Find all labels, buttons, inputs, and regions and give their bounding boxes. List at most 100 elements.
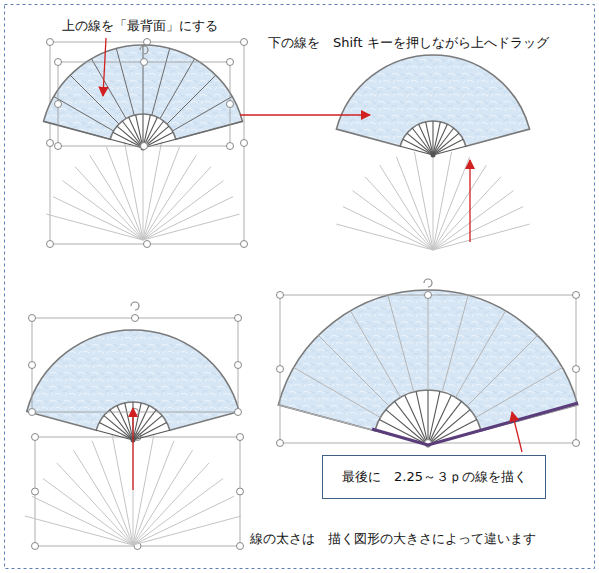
fan — [44, 45, 243, 151]
rib-line — [405, 395, 428, 445]
rib-line — [106, 147, 143, 240]
guard-rib-line — [372, 403, 578, 445]
note-text: 上の線を「最背面」にする — [62, 18, 218, 34]
rib-line — [433, 207, 523, 250]
fan — [336, 55, 529, 158]
fan — [278, 290, 577, 448]
callout-text: 最後に 2.25～３ｐの線を描く — [342, 469, 527, 485]
pivot — [431, 153, 436, 158]
rib-line — [294, 368, 381, 418]
rib-line — [133, 478, 223, 545]
resize-handle — [144, 241, 151, 248]
rib-line — [433, 177, 501, 250]
rib-line — [133, 463, 209, 545]
resize-handle — [32, 488, 39, 495]
rib-line — [112, 435, 133, 545]
resize-handle — [277, 366, 284, 373]
rib-line — [143, 140, 144, 240]
selection-rect — [35, 437, 240, 546]
selection-box — [32, 434, 244, 550]
rib-line — [129, 117, 143, 148]
resize-handle — [141, 143, 148, 150]
resize-handle — [235, 362, 242, 369]
selection-box — [29, 302, 242, 416]
resize-handle — [29, 409, 36, 416]
rotate-handle — [131, 302, 139, 310]
red-arrow — [132, 408, 133, 490]
red-arrow — [103, 38, 106, 96]
rib-line — [99, 422, 133, 440]
rib-line — [172, 97, 232, 132]
resize-handle — [227, 143, 234, 150]
rib-line — [433, 139, 463, 155]
resize-handle — [277, 292, 284, 299]
resize-handle — [227, 59, 234, 66]
resize-handle — [227, 101, 234, 108]
resize-handle — [237, 488, 244, 495]
red-arrow — [512, 412, 522, 452]
resize-handle — [55, 143, 62, 150]
callout-box: 最後に 2.25～３ｐの線を描く — [322, 455, 546, 499]
rib-line — [467, 335, 538, 406]
rib-line — [351, 311, 401, 398]
resize-handle — [55, 59, 62, 66]
rib-line — [143, 181, 223, 240]
resize-handle — [241, 241, 248, 248]
rib-line — [117, 406, 133, 440]
resize-handle — [55, 101, 62, 108]
rib-line — [433, 128, 454, 155]
rotate-handle — [140, 46, 148, 54]
resize-handle — [241, 39, 248, 46]
rib-line — [365, 177, 433, 250]
resize-handle — [47, 140, 54, 147]
rib-line — [336, 224, 433, 250]
rib-line — [25, 516, 133, 545]
selection-box — [55, 46, 234, 150]
red-arrow — [469, 160, 470, 242]
inner-ribs — [375, 390, 481, 445]
rib-line — [427, 390, 428, 445]
resize-handle — [132, 315, 139, 322]
resize-handle — [237, 543, 244, 550]
rib-line — [70, 75, 119, 124]
rib-line — [318, 335, 389, 406]
note-text: 線の太さは 描く図形の大きさによって違います — [250, 531, 536, 547]
resize-handle — [241, 140, 248, 147]
rib-line — [160, 59, 195, 119]
rib-line — [432, 121, 433, 155]
rotate-handle — [424, 279, 432, 287]
resize-handle — [237, 434, 244, 441]
rib-line — [44, 121, 111, 139]
rib-line — [133, 422, 167, 440]
rib-line — [414, 152, 433, 250]
resize-handle — [47, 39, 54, 46]
loose-ribs — [46, 140, 239, 240]
rib-line — [167, 75, 216, 124]
dashed-frame — [5, 5, 595, 569]
rib-line — [143, 197, 233, 240]
rib-line — [433, 191, 513, 250]
selection-rect — [280, 295, 576, 443]
rib-line — [152, 49, 170, 116]
rib-line — [428, 290, 429, 390]
resize-handle — [425, 292, 432, 299]
resize-handle — [573, 366, 580, 373]
rib-line — [143, 167, 211, 240]
resize-handle — [277, 440, 284, 447]
resize-handle — [29, 315, 36, 322]
red-arrow — [240, 114, 370, 115]
rib-line — [442, 295, 468, 392]
rib-line — [278, 405, 375, 431]
rib-line — [456, 311, 506, 398]
rib-line — [46, 214, 143, 240]
rib-line — [426, 122, 433, 155]
resize-handle — [141, 59, 148, 66]
resize-handle — [573, 440, 580, 447]
rib-line — [143, 45, 144, 114]
resize-handle — [47, 241, 54, 248]
rib-line — [92, 59, 127, 119]
resize-handle — [29, 362, 36, 369]
rib-line — [133, 516, 241, 545]
rib-line — [419, 124, 433, 155]
resize-handle — [32, 543, 39, 550]
